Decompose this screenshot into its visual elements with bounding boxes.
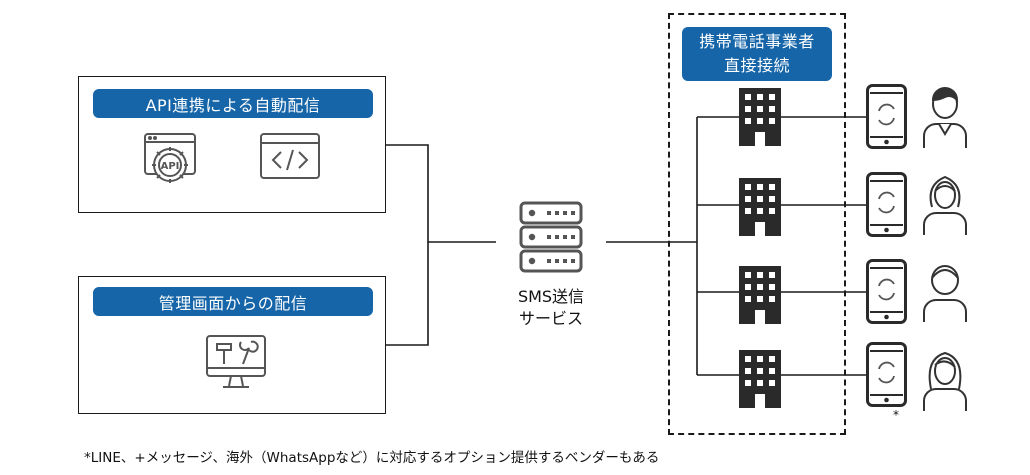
person-icon <box>923 265 967 322</box>
person-icon <box>923 87 967 148</box>
server-icon <box>519 201 583 273</box>
panels-bracket-line <box>386 144 429 346</box>
smartphone-icon <box>866 259 907 324</box>
carrier-direct-connection-area: 携帯電話事業者 直接接続 <box>668 13 846 435</box>
smartphone-icon <box>866 172 907 237</box>
tools-monitor-icon <box>206 335 266 388</box>
carrier-label-line2: 直接接続 <box>723 56 790 75</box>
building-icon <box>739 178 781 236</box>
code-window-icon <box>260 133 320 179</box>
sms-service-line2: サービス <box>518 309 583 328</box>
footnote: *LINE、+メッセージ、海外（WhatsAppなど）に対応するオプション提供す… <box>84 450 660 466</box>
admin-panel-title: 管理画面からの配信 <box>93 287 373 316</box>
sms-service-line1: SMS送信 <box>517 287 585 306</box>
sms-service-label: SMS送信 サービス <box>486 286 616 330</box>
api-gear-icon: API <box>144 133 196 183</box>
smartphone-icon <box>866 342 907 407</box>
building-icon <box>739 266 781 324</box>
building-icon <box>739 88 781 146</box>
svg-text:API: API <box>161 161 180 172</box>
person-icon <box>923 175 967 235</box>
admin-panel: 管理画面からの配信 <box>78 276 386 414</box>
api-panel: API連携による自動配信 API <box>78 76 386 213</box>
carrier-label: 携帯電話事業者 直接接続 <box>682 27 832 81</box>
phone-note-mark: * <box>893 408 899 422</box>
api-panel-title: API連携による自動配信 <box>93 89 373 118</box>
building-icon <box>739 350 781 408</box>
smartphone-icon <box>866 84 907 149</box>
person-icon <box>923 351 967 411</box>
carrier-label-line1: 携帯電話事業者 <box>699 32 815 51</box>
